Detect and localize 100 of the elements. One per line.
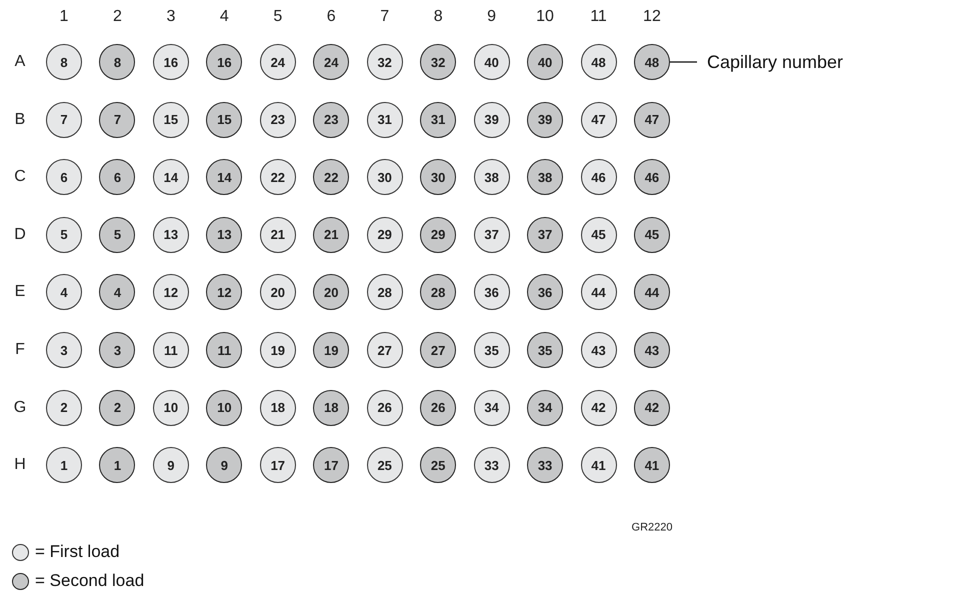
row-letter: B: [14, 112, 26, 128]
column-number: 2: [112, 9, 122, 25]
well-circle: 42: [580, 390, 616, 426]
well-circle: 46: [634, 159, 670, 196]
legend-text: = Second load: [35, 571, 144, 591]
column-number: 5: [273, 9, 282, 25]
row-letter: F: [15, 342, 25, 358]
row-letter: E: [14, 284, 26, 300]
well-circle: 1: [46, 447, 82, 484]
well-circle: 17: [260, 447, 296, 484]
row-letter: C: [14, 169, 26, 186]
well-circle: 17: [313, 447, 350, 484]
well-circle: 39: [527, 102, 564, 138]
column-number: 12: [643, 9, 661, 25]
well-circle: 44: [634, 274, 670, 310]
well-circle: 10: [206, 390, 242, 426]
well-circle: 9: [152, 447, 189, 484]
well-circle: 24: [313, 44, 350, 80]
well-circle: 31: [366, 102, 403, 138]
well-circle: 27: [420, 332, 456, 368]
well-circle: 13: [206, 216, 242, 253]
well-circle: 42: [634, 390, 670, 426]
well-circle: 37: [474, 216, 510, 253]
well-circle: 18: [313, 390, 350, 426]
well-circle: 26: [366, 390, 403, 426]
well-circle: 6: [46, 159, 82, 196]
well-circle: 33: [527, 447, 564, 484]
column-number: 1: [60, 9, 68, 25]
well-circle: 34: [527, 390, 564, 426]
well-circle: 43: [580, 332, 616, 368]
well-circle: 35: [474, 332, 510, 368]
well-circle: 34: [474, 390, 510, 426]
well-circle: 7: [99, 102, 136, 138]
well-circle: 37: [527, 216, 564, 253]
well-circle: 6: [99, 159, 136, 196]
well-circle: 4: [99, 274, 136, 310]
well-circle: 15: [152, 102, 189, 138]
well-circle: 22: [260, 159, 296, 196]
leader-line: [670, 61, 697, 63]
well-circle: 10: [152, 390, 189, 426]
well-circle: 26: [420, 390, 456, 426]
well-circle: 13: [152, 216, 189, 253]
well-circle: 7: [46, 102, 82, 138]
well-circle: 9: [206, 447, 242, 484]
well-circle: 18: [260, 390, 296, 426]
well-circle: 4: [46, 274, 82, 310]
row-letter: D: [14, 226, 26, 243]
well-circle: 8: [46, 44, 82, 80]
well-circle: 39: [474, 102, 510, 138]
well-circle: 28: [366, 274, 403, 310]
well-circle: 2: [46, 390, 82, 426]
well-circle: 43: [634, 332, 670, 368]
well-circle: 44: [580, 274, 616, 310]
well-circle: 38: [474, 159, 510, 196]
row-letter: A: [14, 54, 26, 70]
well-circle: 41: [580, 447, 616, 484]
well-circle: 30: [366, 159, 403, 196]
well-circle: 40: [527, 44, 564, 80]
well-circle: 29: [420, 216, 456, 253]
well-circle: 35: [527, 332, 564, 368]
well-circle: 47: [580, 102, 616, 138]
well-circle: 33: [474, 447, 510, 484]
well-circle: 1: [99, 447, 136, 484]
column-number: 8: [434, 9, 443, 25]
well-circle: 16: [152, 44, 189, 80]
well-circle: 8: [99, 44, 136, 80]
well-circle: 16: [206, 44, 242, 80]
figure-code: GR2220: [632, 522, 672, 534]
well-circle: 41: [634, 447, 670, 484]
well-circle: 45: [580, 216, 616, 253]
well-circle: 29: [366, 216, 403, 253]
well-circle: 21: [313, 216, 350, 253]
column-number: 4: [220, 9, 229, 25]
column-number: 6: [326, 9, 336, 25]
well-circle: 32: [420, 44, 456, 80]
well-circle: 28: [420, 274, 456, 310]
well-circle: 32: [366, 44, 403, 80]
well-circle: 25: [366, 447, 403, 484]
well-circle: 20: [260, 274, 296, 310]
column-number: 7: [380, 9, 390, 25]
well-circle: 31: [420, 102, 456, 138]
well-circle: 23: [260, 102, 296, 138]
well-circle: 24: [260, 44, 296, 80]
column-number: 11: [590, 9, 607, 25]
row-letter: H: [14, 457, 26, 474]
row-letter: G: [14, 400, 26, 416]
well-circle: 25: [420, 447, 456, 484]
well-circle: 3: [99, 332, 136, 368]
well-circle: 19: [260, 332, 296, 368]
well-circle: 27: [366, 332, 403, 368]
well-circle: 21: [260, 216, 296, 253]
well-circle: 5: [46, 216, 82, 253]
well-circle: 12: [152, 274, 189, 310]
well-circle: 19: [313, 332, 350, 368]
column-number: 3: [166, 9, 176, 25]
column-number: 10: [536, 9, 554, 25]
well-circle: 14: [206, 159, 242, 196]
well-circle: 11: [206, 332, 242, 368]
well-circle: 40: [474, 44, 510, 80]
well-circle: 12: [206, 274, 242, 310]
